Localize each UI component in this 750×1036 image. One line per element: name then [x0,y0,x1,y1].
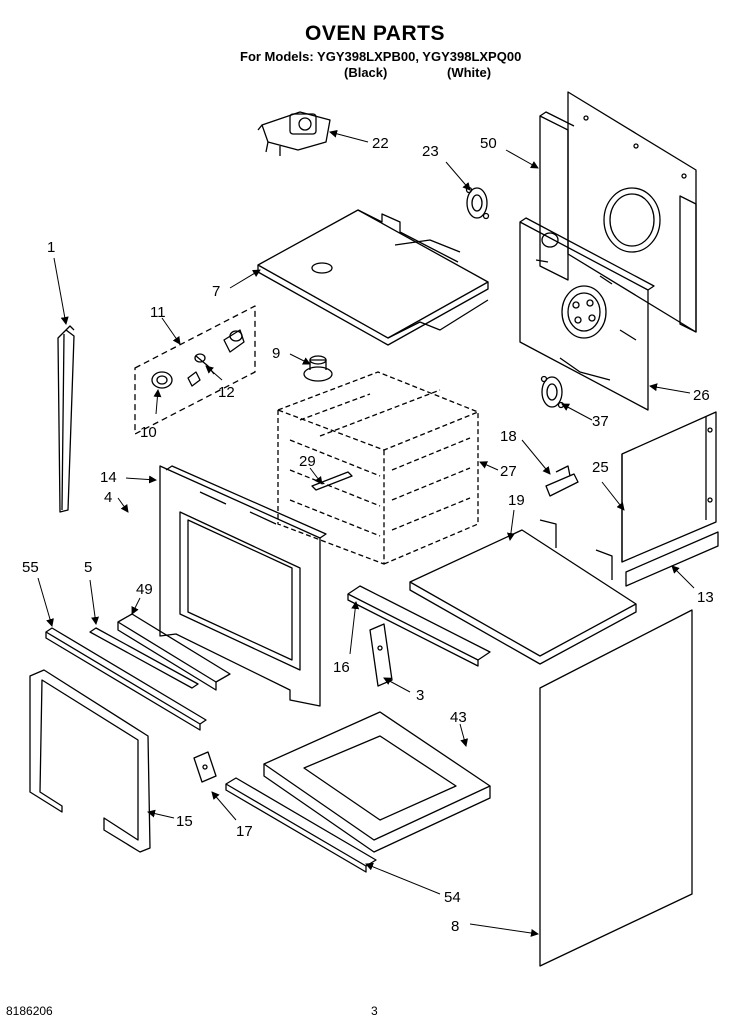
leader-43 [459,723,469,747]
part-16-front-trim [347,585,491,667]
leader-9 [289,353,311,365]
leader-11 [161,317,181,345]
leader-22 [329,129,369,143]
callout-1: 1 [47,239,55,256]
callout-50: 50 [480,135,497,152]
callout-54: 54 [444,889,461,906]
part-18-bracket [545,465,579,497]
callout-26: 26 [693,387,710,404]
part-14-front-frame [159,465,327,707]
models-subtitle: For Models: YGY398LXPB00, YGY398LXPQ00 [240,49,522,64]
leader-18 [521,439,551,475]
leader-54 [365,862,441,895]
part-26-rear-plate [519,217,655,411]
callout-13: 13 [697,589,714,606]
part-7-top-shield [257,209,489,346]
part-37-gasket [540,375,565,409]
leader-4 [117,497,129,513]
callout-10: 10 [140,424,157,441]
part-49-vent [117,613,231,691]
part-11-switch-group [134,305,256,435]
callout-15: 15 [176,813,193,830]
leader-3 [383,677,411,693]
leader-17 [211,791,237,821]
callout-7: 7 [212,283,220,300]
leader-8 [469,923,539,937]
leader-27 [479,461,499,471]
part-23-gasket [465,186,490,220]
part-1-side-trim [57,325,75,513]
part-15-door-gasket [29,669,151,853]
part-5-trim [89,627,199,689]
callout-16: 16 [333,659,350,676]
callout-55: 55 [22,559,39,576]
leader-13 [671,565,695,589]
callout-14: 14 [100,469,117,486]
variant-black-label: (Black) [344,65,388,80]
document-number: 8186206 [6,1004,53,1018]
callout-22: 22 [372,135,389,152]
part-22-thermostat-bracket [257,111,331,156]
leader-49 [131,597,141,615]
leader-26 [649,383,691,394]
part-50-back-panel [539,91,697,333]
part-9-sensor [303,355,333,382]
variant-white-label: (White) [447,65,492,80]
part-43-drawer [263,711,491,853]
part-13-trim-strip [625,531,719,587]
callout-9: 9 [272,345,280,362]
part-55-trim [45,627,207,731]
part-17-bracket [193,751,217,783]
part-19-bottom-shield [409,519,637,665]
page-title: OVEN PARTS [305,22,445,45]
callout-17: 17 [236,823,253,840]
callout-11: 11 [150,304,166,321]
leader-lines [37,129,695,937]
part-8-side-panel [539,609,693,967]
callout-23: 23 [422,143,439,160]
callout-4: 4 [104,489,112,506]
leader-19 [506,509,515,541]
leader-7 [229,269,261,289]
part-27-oven-cavity [277,371,479,565]
leader-25 [601,481,625,511]
callout-8: 8 [451,918,459,935]
leader-16 [349,601,360,655]
leader-10 [153,389,162,415]
leader-29 [309,467,323,485]
part-29-rack-slide [311,471,353,491]
callout-19: 19 [508,492,525,509]
leader-55 [37,577,54,627]
callout-29: 29 [299,453,316,470]
callout-3: 3 [416,687,424,704]
callout-5: 5 [84,559,92,576]
leader-23 [445,161,471,191]
leader-15 [147,809,175,819]
callout-12: 12 [218,384,235,401]
leader-1 [53,257,69,325]
leader-37 [561,403,593,421]
callout-49: 49 [136,581,153,598]
callout-37: 37 [592,413,609,430]
callout-27: 27 [500,463,517,480]
callout-43: 43 [450,709,467,726]
part-3-hinge-bracket [369,623,393,687]
callout-25: 25 [592,459,609,476]
leader-12 [205,365,223,381]
page-number: 3 [371,1004,378,1018]
leader-14 [125,475,157,484]
leader-5 [89,579,100,625]
callout-18: 18 [500,428,517,445]
leader-50 [505,149,539,169]
